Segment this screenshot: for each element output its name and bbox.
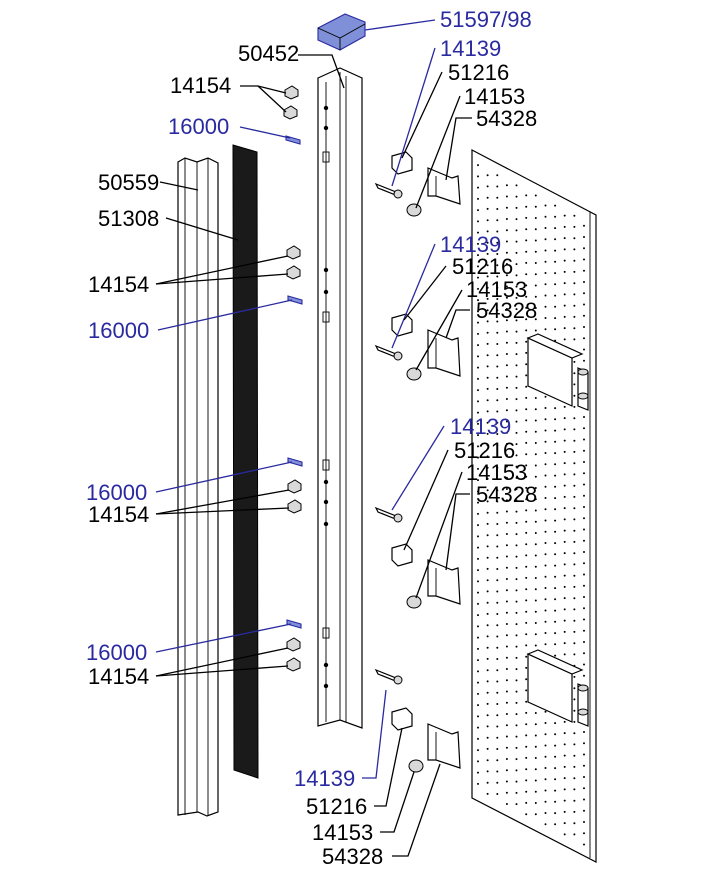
hardware-set-4	[374, 668, 461, 773]
screw-group-1	[283, 85, 299, 120]
profile-holes	[322, 105, 330, 689]
label-brush: 51308	[98, 206, 159, 231]
brush-strip-part	[232, 144, 259, 779]
pin-16000-2	[287, 295, 303, 305]
screw-group-3	[287, 479, 302, 514]
label-clip-1: 51216	[448, 60, 509, 85]
label-screw-2: 14154	[88, 272, 149, 297]
label-screw-1: 14154	[170, 73, 231, 98]
label-hinge-3: 54328	[476, 482, 537, 507]
label-pin16000-1: 16000	[168, 114, 229, 139]
label-hinge-1: 54328	[476, 106, 537, 131]
hardware-set-2	[374, 313, 461, 381]
label-clip-2: 51216	[452, 254, 513, 279]
perforated-door-panel	[471, 149, 597, 863]
pin-16000-4	[286, 619, 302, 629]
top-cap-part	[317, 13, 366, 51]
label-cap: 51597/98	[440, 7, 532, 32]
screw-group-2	[286, 245, 301, 280]
label-pin16000-4: 16000	[86, 640, 147, 665]
label-cover: 50559	[98, 170, 159, 195]
door-hinge-block-lower	[526, 649, 589, 727]
label-pin14139-4: 14139	[294, 766, 355, 791]
hardware-set-3	[374, 506, 461, 609]
door-hinge-block-upper	[526, 333, 589, 411]
cover-profile-part	[177, 157, 219, 817]
label-clip-4: 51216	[306, 794, 367, 819]
label-screw-3: 14154	[88, 502, 149, 527]
label-cap14153-4: 14153	[312, 820, 373, 845]
screw-group-4	[286, 637, 301, 672]
vertical-profile-part	[317, 67, 363, 729]
label-screw-4: 14154	[88, 664, 149, 689]
label-profile: 50452	[238, 41, 299, 66]
hardware-set-1	[374, 151, 461, 217]
label-clip-3: 51216	[454, 438, 515, 463]
label-pin14139-1: 14139	[440, 36, 501, 61]
pin-16000-3	[287, 457, 303, 467]
label-hinge-4: 54328	[322, 844, 383, 869]
label-cap14153-2: 14153	[466, 277, 527, 302]
label-pin14139-3: 14139	[450, 414, 511, 439]
label-pin16000-2: 16000	[88, 318, 149, 343]
label-pin14139-2: 14139	[440, 232, 501, 257]
perforation-pattern	[477, 164, 585, 846]
label-hinge-2: 54328	[476, 298, 537, 323]
label-cap14153-3: 14153	[466, 460, 527, 485]
label-cap14153-1: 14153	[464, 84, 525, 109]
label-pin16000-3: 16000	[86, 480, 147, 505]
